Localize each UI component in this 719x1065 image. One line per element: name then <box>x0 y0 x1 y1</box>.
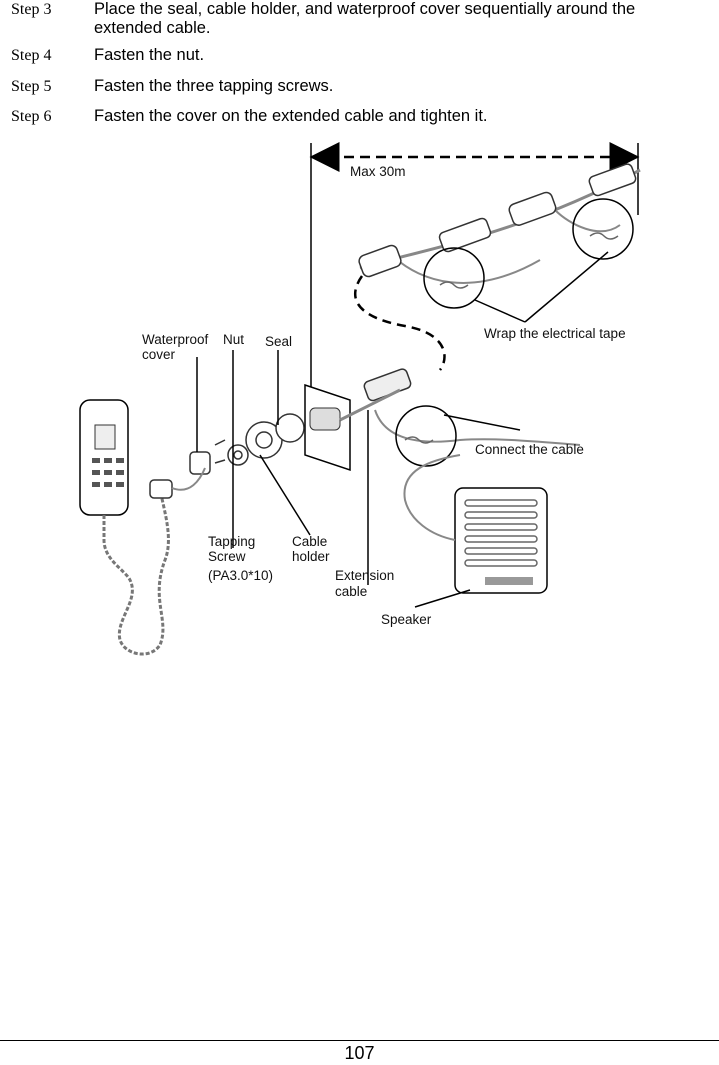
max-length-label: Max 30m <box>350 164 406 179</box>
page-number: 107 <box>344 1043 375 1063</box>
connect-cable-label: Connect the cable <box>475 442 584 457</box>
mounting-plate <box>304 368 581 472</box>
connection-path <box>354 275 446 371</box>
step-6-label: Step 6 <box>11 108 52 125</box>
step-3-text-line2: extended cable. <box>94 19 211 37</box>
step-3-text-line1: Place the seal, cable holder, and waterp… <box>94 0 636 18</box>
speaker <box>403 454 548 594</box>
step-4-text: Fasten the nut. <box>94 46 205 64</box>
step-5-text: Fasten the three tapping screws. <box>94 77 334 95</box>
extension-cable-label-line2: cable <box>335 584 367 599</box>
connect-detail-circle <box>395 405 457 467</box>
cable-holder-label-line1: Cable <box>292 534 327 549</box>
waterproof-cover-label-line2: cover <box>142 347 176 362</box>
step-6-text: Fasten the cover on the extended cable a… <box>94 107 488 125</box>
cable-holder-label-line2: holder <box>292 549 330 564</box>
installation-diagram: Max 30m Wrap the electrical tape Connect… <box>79 142 641 656</box>
exploded-parts <box>189 413 305 475</box>
nut-label: Nut <box>223 332 244 347</box>
footer-divider <box>0 1040 719 1041</box>
step-4-label: Step 4 <box>11 47 52 64</box>
step-3-label: Step 3 <box>11 1 52 18</box>
max-length-dimension: Max 30m <box>309 142 640 392</box>
extension-cable-label-line1: Extension <box>335 568 394 583</box>
handset <box>79 399 206 656</box>
step-5-label: Step 5 <box>11 78 52 95</box>
tapping-screw-label-line1: Tapping <box>208 534 255 549</box>
leader-lines <box>196 350 471 608</box>
tape-detail-circle-left <box>423 247 485 309</box>
tape-detail-circle-right <box>572 198 634 260</box>
speaker-label: Speaker <box>381 612 432 627</box>
tapping-screw-label-line3: (PA3.0*10) <box>208 568 273 583</box>
tapping-screw-label-line2: Screw <box>208 549 246 564</box>
extension-cable-assembly-top <box>358 163 641 284</box>
seal-label: Seal <box>265 334 292 349</box>
waterproof-cover-label-line1: Waterproof <box>142 332 209 347</box>
wrap-tape-label: Wrap the electrical tape <box>484 326 626 341</box>
